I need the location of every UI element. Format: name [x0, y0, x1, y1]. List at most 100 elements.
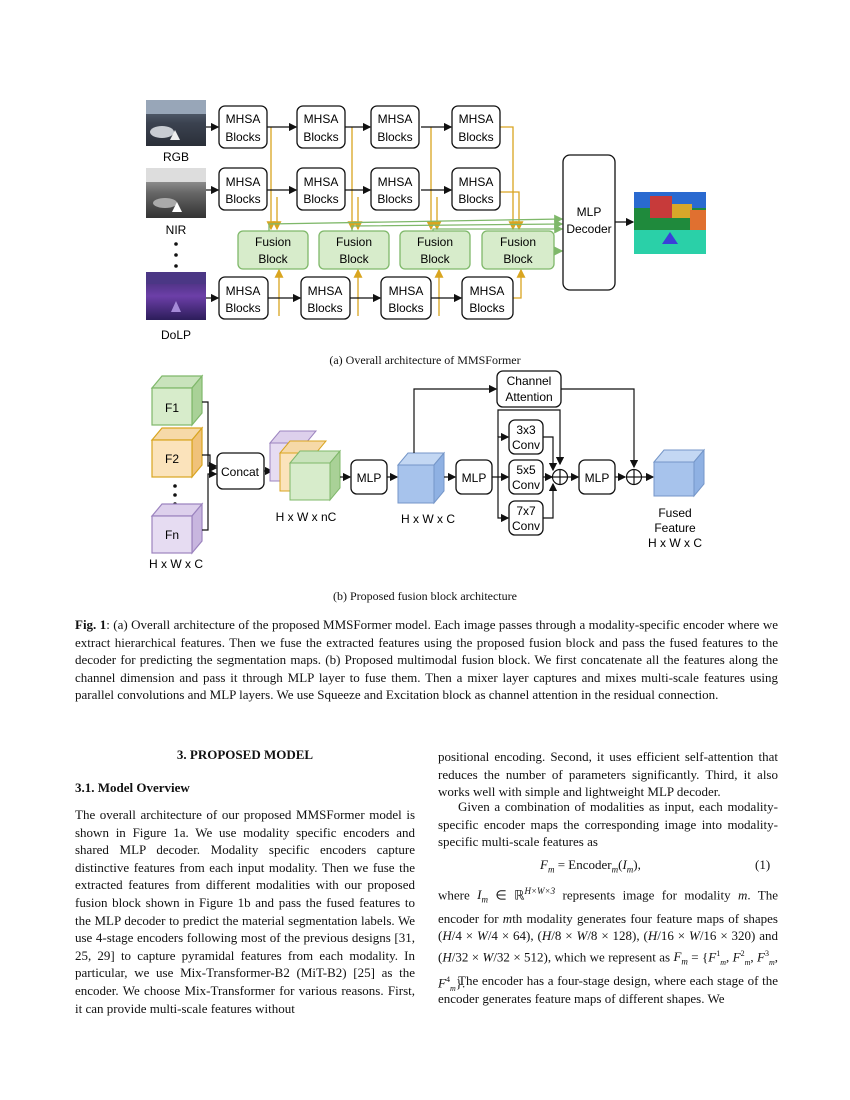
mhsa-block: MHSA Blocks	[218, 105, 268, 149]
dolp-input-image	[146, 272, 206, 320]
right-paragraph-3: where Im ∈ ℝH×W×3 represents image for m…	[438, 886, 779, 994]
ellipsis-dot	[174, 264, 178, 268]
svg-text:MHSA: MHSA	[304, 175, 339, 189]
svg-text:5x5: 5x5	[516, 463, 536, 477]
svg-text:Blocks: Blocks	[303, 130, 338, 144]
sum-node	[625, 468, 643, 486]
svg-text:MHSA: MHSA	[378, 112, 413, 126]
input-dim-label: H x W x C	[149, 557, 203, 571]
mhsa-block: MHSA Blocks	[218, 276, 269, 320]
svg-text:MHSA: MHSA	[226, 284, 261, 298]
svg-text:Blocks: Blocks	[377, 130, 412, 144]
svg-text:Block: Block	[258, 252, 288, 266]
svg-text:Block: Block	[503, 252, 533, 266]
svg-text:Decoder: Decoder	[566, 222, 611, 236]
mlp-block: MLP	[350, 459, 388, 495]
svg-text:Blocks: Blocks	[388, 301, 423, 315]
figure-label: Fig. 1	[75, 617, 107, 632]
svg-text:3x3: 3x3	[516, 423, 536, 437]
svg-text:MLP: MLP	[585, 471, 610, 485]
output-label-line1: Fused	[658, 506, 691, 520]
equation-1: Fm = Encoderm(Im),	[540, 857, 641, 875]
svg-text:Conv: Conv	[512, 438, 540, 452]
output-label-line2: Feature	[654, 521, 696, 535]
mhsa-block: MHSA Blocks	[451, 105, 501, 149]
svg-text:MHSA: MHSA	[378, 175, 413, 189]
svg-text:MLP: MLP	[357, 471, 382, 485]
svg-text:Blocks: Blocks	[458, 130, 493, 144]
svg-text:Channel: Channel	[507, 374, 552, 388]
concatenated-feature-cube	[268, 430, 342, 502]
fused-feature-output-cube	[652, 448, 706, 498]
svg-text:MHSA: MHSA	[459, 175, 494, 189]
svg-text:Fusion: Fusion	[417, 235, 453, 249]
dolp-label: DoLP	[161, 328, 191, 342]
svg-text:MLP: MLP	[577, 205, 602, 219]
svg-text:Blocks: Blocks	[469, 301, 504, 315]
svg-text:MHSA: MHSA	[459, 112, 494, 126]
svg-text:MHSA: MHSA	[226, 175, 261, 189]
feature-fn-cube: Fn	[150, 502, 204, 555]
feature-f1-cube: F1	[150, 374, 204, 427]
section-heading: 3. PROPOSED MODEL	[176, 747, 314, 762]
svg-text:Fusion: Fusion	[255, 235, 291, 249]
mlp-decoder: MLP Decoder	[562, 154, 616, 291]
svg-text:Blocks: Blocks	[458, 192, 493, 206]
mhsa-block: MHSA Blocks	[370, 105, 420, 149]
svg-text:Blocks: Blocks	[307, 301, 342, 315]
svg-text:Blocks: Blocks	[225, 192, 260, 206]
fused-intermediate-cube	[396, 451, 446, 505]
svg-text:MHSA: MHSA	[304, 112, 339, 126]
feature-f2-cube: F2	[150, 426, 204, 479]
svg-text:Block: Block	[339, 252, 369, 266]
mhsa-block: MHSA Blocks	[218, 167, 268, 211]
right-paragraph-4: The encoder has a four-stage design, whe…	[438, 973, 778, 1006]
svg-text:Fusion: Fusion	[336, 235, 372, 249]
mhsa-block: MHSA Blocks	[451, 167, 501, 211]
svg-text:F1: F1	[165, 401, 179, 415]
svg-text:MHSA: MHSA	[226, 112, 261, 126]
svg-text:Blocks: Blocks	[225, 130, 260, 144]
concat-dim-label: H x W x nC	[276, 510, 337, 524]
output-dim-label: H x W x C	[648, 536, 702, 550]
concat-block: Concat	[216, 452, 265, 490]
ellipsis-dot	[173, 493, 177, 497]
fig-1b-caption: (b) Proposed fusion block architecture	[333, 589, 517, 603]
mhsa-block: MHSA Blocks	[296, 167, 346, 211]
sum-node	[551, 468, 569, 486]
equation-number: (1)	[755, 857, 771, 872]
svg-text:MLP: MLP	[462, 471, 487, 485]
rgb-label: RGB	[163, 150, 189, 164]
mhsa-block: MHSA Blocks	[296, 105, 346, 149]
svg-text:Blocks: Blocks	[225, 301, 260, 315]
svg-text:Blocks: Blocks	[377, 192, 412, 206]
mid-dim-label: H x W x C	[401, 512, 455, 526]
ellipsis-dot	[173, 484, 177, 488]
right-paragraph-1: positional encoding. Second, it uses eff…	[438, 749, 778, 800]
figure-caption: Fig. 1: (a) Overall architecture of the …	[75, 616, 778, 704]
conv-5x5-block: 5x5 Conv	[508, 459, 544, 495]
mlp-block: MLP	[578, 459, 616, 495]
rgb-input-image	[146, 100, 206, 146]
segmentation-output-image	[634, 192, 706, 254]
svg-text:7x7: 7x7	[516, 504, 536, 518]
nir-label: NIR	[166, 223, 187, 237]
subsection-heading: 3.1. Model Overview	[75, 780, 190, 795]
mlp-block: MLP	[455, 459, 493, 495]
svg-text:Block: Block	[420, 252, 450, 266]
svg-text:MHSA: MHSA	[470, 284, 505, 298]
svg-text:Blocks: Blocks	[303, 192, 338, 206]
mhsa-block: MHSA Blocks	[461, 276, 514, 320]
svg-text:Fn: Fn	[165, 528, 179, 542]
figure-1b-diagram: F1 F2 Fn H x W x C Concat H x W x nC	[149, 370, 706, 571]
left-paragraph: The overall architecture of our proposed…	[75, 807, 415, 1016]
svg-text:Concat: Concat	[221, 465, 260, 479]
svg-text:Conv: Conv	[512, 519, 540, 533]
svg-text:Conv: Conv	[512, 478, 540, 492]
